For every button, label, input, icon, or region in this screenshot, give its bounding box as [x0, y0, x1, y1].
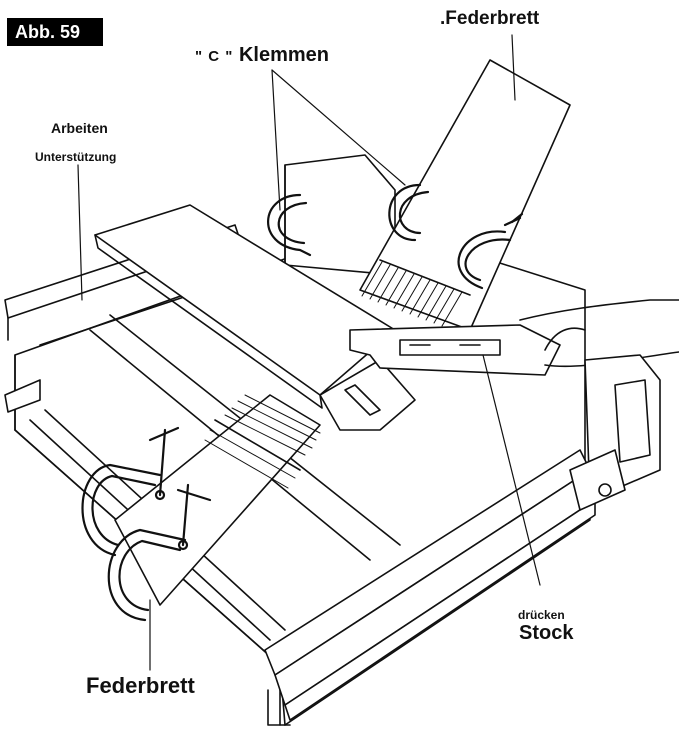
featherboard-top [359, 59, 571, 331]
work-support-label-line1: Arbeiten [51, 120, 108, 136]
featherboard-top-label: .Federbrett [440, 8, 540, 29]
push-stick-label-line2: Stock [519, 622, 574, 644]
c-clamps-quote: " C " [195, 48, 234, 65]
leader-lines [77, 34, 541, 671]
figure-tag: Abb. 59 [7, 18, 103, 46]
work-support-label-line2: Unterstützung [35, 150, 117, 164]
c-clamp-icon [81, 426, 212, 622]
featherboard-bottom [114, 394, 321, 606]
push-stick-label-line1: drücken [518, 608, 565, 622]
throat-plate [319, 359, 416, 431]
push-stick-icon [349, 324, 561, 376]
c-clamps-label: " C " Klemmen [195, 45, 329, 65]
c-clamp-icon [267, 183, 524, 290]
front-rail [264, 449, 596, 726]
saw-motor-housing [569, 354, 661, 511]
c-clamps-word: Klemmen [238, 44, 329, 66]
featherboard-bottom-label: Federbrett [86, 673, 195, 698]
